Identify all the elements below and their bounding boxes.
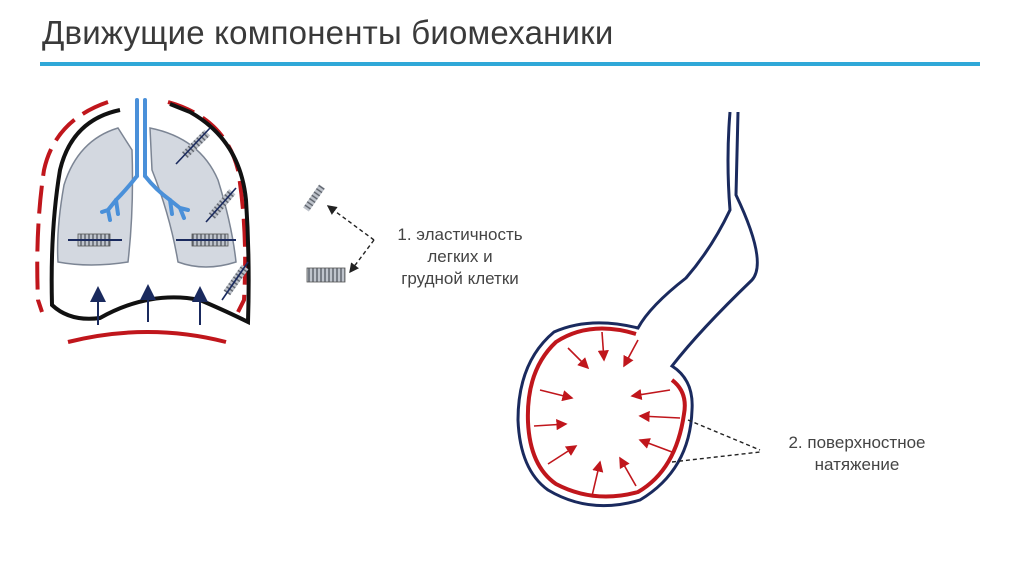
surface-tension-arrows xyxy=(533,331,681,497)
title-underline xyxy=(40,62,980,66)
alveolus-diagram xyxy=(516,111,761,508)
elasticity-label: 1. эластичность легких и грудной клетки xyxy=(360,224,560,290)
thorax-diagram xyxy=(35,98,251,344)
left-lung xyxy=(56,127,134,266)
surfactant-lining xyxy=(525,326,687,499)
surface-tension-label: 2. поверхностное натяжение xyxy=(752,432,962,476)
elasticity-line-1: 1. эластичность xyxy=(397,225,523,244)
alveolus-outer-wall xyxy=(516,111,759,508)
compressed-spring xyxy=(306,267,346,283)
elasticity-line-2: легких и xyxy=(427,247,493,266)
rib-cage-left-dashed xyxy=(35,100,109,313)
diaphragm-arc xyxy=(67,330,227,344)
diaphragm-arrows xyxy=(90,284,208,325)
chest-wall xyxy=(49,102,251,326)
diagonal-springs xyxy=(175,127,249,301)
spring-illustration xyxy=(303,184,375,283)
surface-tension-line-1: 2. поверхностное xyxy=(788,433,926,452)
elasticity-line-3: грудной клетки xyxy=(401,269,519,288)
surface-tension-line-2: натяжение xyxy=(814,455,900,474)
bronchial-tree xyxy=(100,98,190,222)
right-lung xyxy=(149,127,237,268)
slide-title: Движущие компоненты биомеханики xyxy=(42,14,614,51)
